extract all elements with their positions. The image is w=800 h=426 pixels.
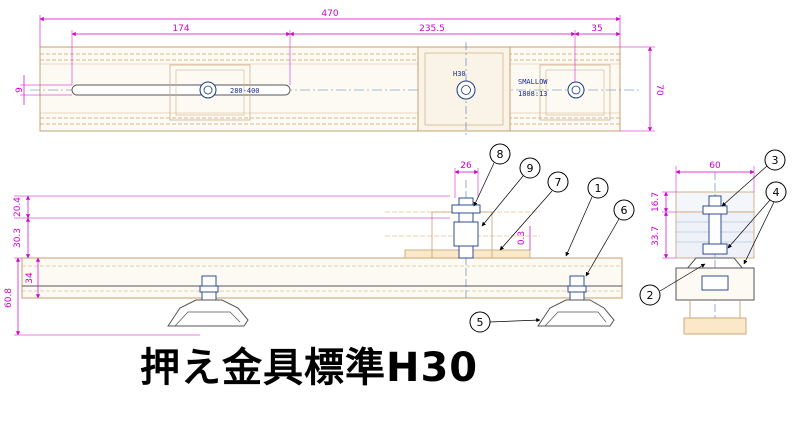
right-clamp <box>537 275 615 327</box>
balloon-6: 6 <box>585 199 635 277</box>
marking-right-2: 1808:13 <box>518 90 548 98</box>
svg-text:1: 1 <box>595 182 602 195</box>
dim-overall: 470 <box>321 9 338 19</box>
end-dim-h1: 16.7 <box>651 192 661 212</box>
side-dim-h3: 34 <box>25 272 35 284</box>
slot <box>71 84 291 96</box>
marking-center: H30 <box>453 70 466 78</box>
svg-text:4: 4 <box>773 186 780 199</box>
svg-text:7: 7 <box>555 176 562 189</box>
dim-middle: 235.5 <box>419 24 445 34</box>
balloon-5: 5 <box>469 311 541 333</box>
drawing-title: 押え金具標準H30 <box>140 345 479 391</box>
side-dim-h4: 60.8 <box>4 288 14 308</box>
end-view: 60 16.7 33.7 <box>651 161 755 335</box>
left-clamp <box>167 275 249 327</box>
balloon-9: 9 <box>481 157 541 227</box>
balloon-3: 3 <box>721 149 786 207</box>
end-dim-h2: 33.7 <box>651 226 661 246</box>
svg-text:8: 8 <box>497 148 504 161</box>
svg-text:2: 2 <box>647 289 654 302</box>
balloon-2: 2 <box>639 263 706 306</box>
center-bolt <box>451 180 481 300</box>
dim-left: 174 <box>172 24 189 34</box>
balloon-1: 1 <box>565 177 609 257</box>
side-dim-h1: 20.4 <box>13 197 23 217</box>
side-dim-gap: 0.3 <box>517 231 527 245</box>
svg-text:9: 9 <box>527 162 534 175</box>
side-view: 20.4 30.3 34 60.8 26 0.3 <box>4 161 623 336</box>
side-dim-bolt: 26 <box>460 161 472 171</box>
side-dim-h2: 30.3 <box>13 228 23 248</box>
bolt-right <box>567 81 585 99</box>
svg-text:6: 6 <box>621 204 628 217</box>
top-view: 280-400 SMALLOW 1808:13 H30 470 174 235.… <box>15 9 664 136</box>
bolt-center <box>456 80 476 100</box>
marking-right-1: SMALLOW <box>518 78 548 86</box>
dim-slot: 9 <box>15 87 25 93</box>
svg-text:3: 3 <box>772 154 779 167</box>
balloon-4: 4 <box>727 181 787 265</box>
balloon-7: 7 <box>499 171 569 251</box>
marking-left: 280-400 <box>230 87 260 95</box>
end-dim-width: 60 <box>709 161 721 171</box>
svg-text:5: 5 <box>477 316 484 329</box>
dim-height: 70 <box>654 84 664 96</box>
bolt-left <box>199 81 217 99</box>
balloon-8: 8 <box>473 143 511 207</box>
balloons: 1 2 3 4 5 6 7 <box>469 143 787 333</box>
dim-right: 35 <box>591 24 602 34</box>
